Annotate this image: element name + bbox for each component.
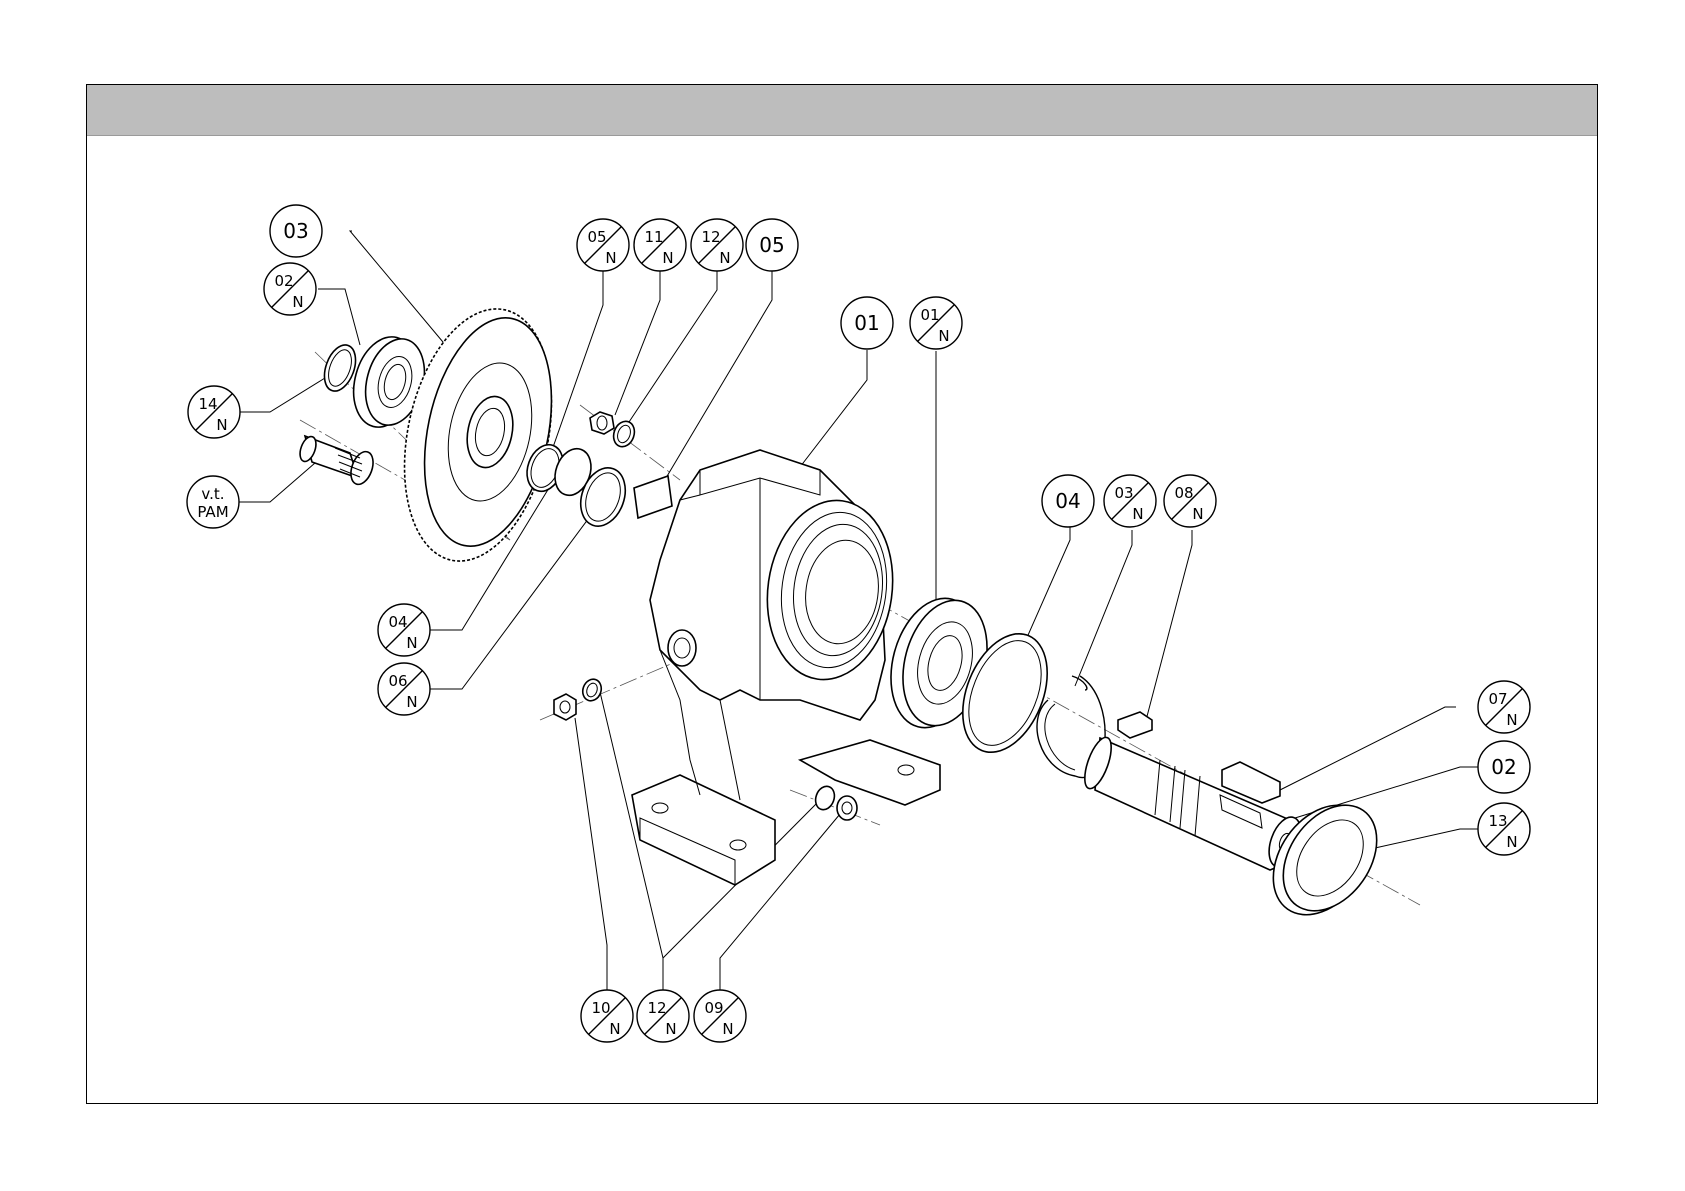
balloon-01n: 01N [910, 297, 962, 349]
label-plate-05 [634, 476, 672, 518]
balloon-suffix: N [938, 327, 949, 345]
balloon-number: 01 [920, 306, 939, 324]
plug-10 [554, 694, 576, 720]
balloon-01: 01 [841, 297, 893, 349]
washer-12-small [812, 784, 837, 813]
balloon-08n: 08N [1164, 475, 1216, 527]
balloon-number: 08 [1174, 484, 1193, 502]
balloon-number: 04 [388, 613, 407, 631]
balloon-number: 12 [701, 228, 720, 246]
balloon-suffix: N [722, 1020, 733, 1038]
balloon-number: 09 [704, 999, 723, 1017]
balloon-02n: 02N [264, 263, 316, 315]
balloon-02: 02 [1478, 741, 1530, 793]
washer-12-bottom [580, 677, 604, 704]
balloon-number: 11 [644, 228, 663, 246]
balloon-suffix: N [1132, 505, 1143, 523]
balloon-number: 14 [198, 395, 217, 413]
balloon-06n: 06N [378, 663, 430, 715]
balloon-05: 05 [746, 219, 798, 271]
balloon-suffix: N [406, 693, 417, 711]
balloon-number: 02 [274, 272, 293, 290]
balloon-12n-bot: 12N [637, 990, 689, 1042]
balloon-suffix: N [1506, 711, 1517, 729]
balloon-suffix: N [216, 416, 227, 434]
balloon-number: 01 [854, 311, 879, 335]
balloon-suffix: N [719, 249, 730, 267]
balloon-11n: 11N [634, 219, 686, 271]
balloon-14n: 14N [188, 386, 240, 438]
balloon-number: 12 [647, 999, 666, 1017]
balloon-12n-top: 12N [691, 219, 743, 271]
balloon-number: 05 [587, 228, 606, 246]
balloon-number: 03 [283, 219, 308, 243]
shaft-02 [1079, 734, 1307, 871]
balloon-suffix: N [1192, 505, 1203, 523]
balloon-suffix: N [609, 1020, 620, 1038]
balloon-text-line2: PAM [197, 503, 228, 521]
balloon-07n: 07N [1478, 681, 1530, 733]
balloon-suffix: N [665, 1020, 676, 1038]
balloon-number: 06 [388, 672, 407, 690]
balloon-number: 02 [1491, 755, 1516, 779]
balloon-number: 04 [1055, 489, 1080, 513]
balloon-suffix: N [406, 634, 417, 652]
balloon-04n: 04N [378, 604, 430, 656]
balloon-number: 13 [1488, 812, 1507, 830]
gear-03 [383, 295, 573, 575]
balloon-number: 05 [759, 233, 784, 257]
balloon-suffix: N [1506, 833, 1517, 851]
balloon-suffix: N [662, 249, 673, 267]
balloon-vtpam: v.t.PAM [187, 476, 239, 528]
balloon-number: 10 [591, 999, 610, 1017]
balloon-suffix: N [292, 293, 303, 311]
balloon-04: 04 [1042, 475, 1094, 527]
balloon-text-line1: v.t. [201, 485, 224, 503]
balloon-number: 07 [1488, 690, 1507, 708]
balloon-13n: 13N [1478, 803, 1530, 855]
plug-11 [590, 412, 614, 434]
balloon-10n: 10N [581, 990, 633, 1042]
pinion-shaft [297, 434, 377, 487]
balloon-05n: 05N [577, 219, 629, 271]
balloon-number: 03 [1114, 484, 1133, 502]
key-08 [1118, 712, 1152, 738]
plug-09 [837, 796, 857, 820]
balloon-03n: 03N [1104, 475, 1156, 527]
balloon-03: 03 [270, 205, 322, 257]
balloon-suffix: N [605, 249, 616, 267]
balloon-09n: 09N [694, 990, 746, 1042]
